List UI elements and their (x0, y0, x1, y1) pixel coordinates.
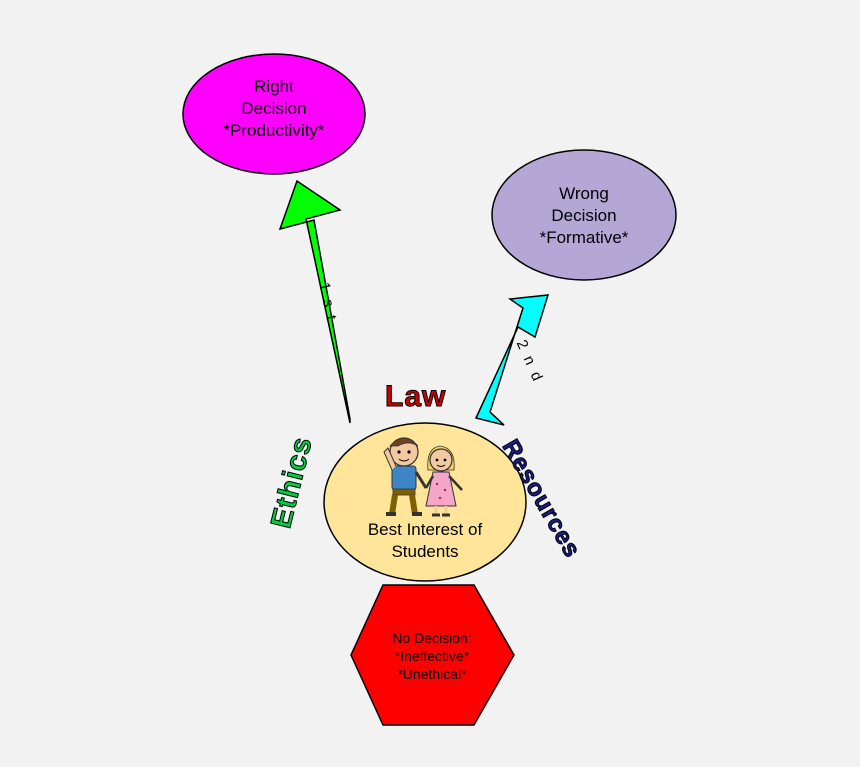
best-interest-line1: Best Interest of (367, 520, 483, 539)
wrong-decision-node (491, 149, 677, 281)
no-decision-line2: *Ineffective* (394, 648, 470, 664)
best-interest-line2: Students (391, 542, 459, 561)
wrong-decision-line2: Decision (551, 206, 617, 225)
law-label: Law (384, 380, 447, 414)
first-arrow (278, 179, 351, 424)
wrong-decision-line1: Wrong (559, 184, 609, 203)
best-interest-node (323, 422, 527, 582)
right-decision-label: Right Decision *Productivity* (204, 76, 344, 142)
no-decision-label: No Decision: *Ineffective* *Unethical* (362, 629, 502, 683)
right-decision-line2: Decision (241, 99, 307, 118)
wrong-decision-line3: *Formative* (539, 228, 629, 247)
right-decision-line3: *Productivity* (223, 121, 325, 140)
no-decision-line1: No Decision: (392, 630, 472, 646)
second-arrow (474, 294, 550, 426)
no-decision-line3: *Unethical* (397, 666, 467, 682)
no-decision-node (350, 584, 515, 726)
girl-figure-icon (424, 445, 463, 517)
right-decision-node (182, 53, 366, 175)
boy-figure-icon (383, 437, 428, 516)
wrong-decision-label: Wrong Decision *Formative* (514, 183, 654, 249)
children-illustration (383, 437, 463, 517)
best-interest-label: Best Interest of Students (345, 519, 505, 563)
right-decision-line1: Right (254, 77, 294, 96)
